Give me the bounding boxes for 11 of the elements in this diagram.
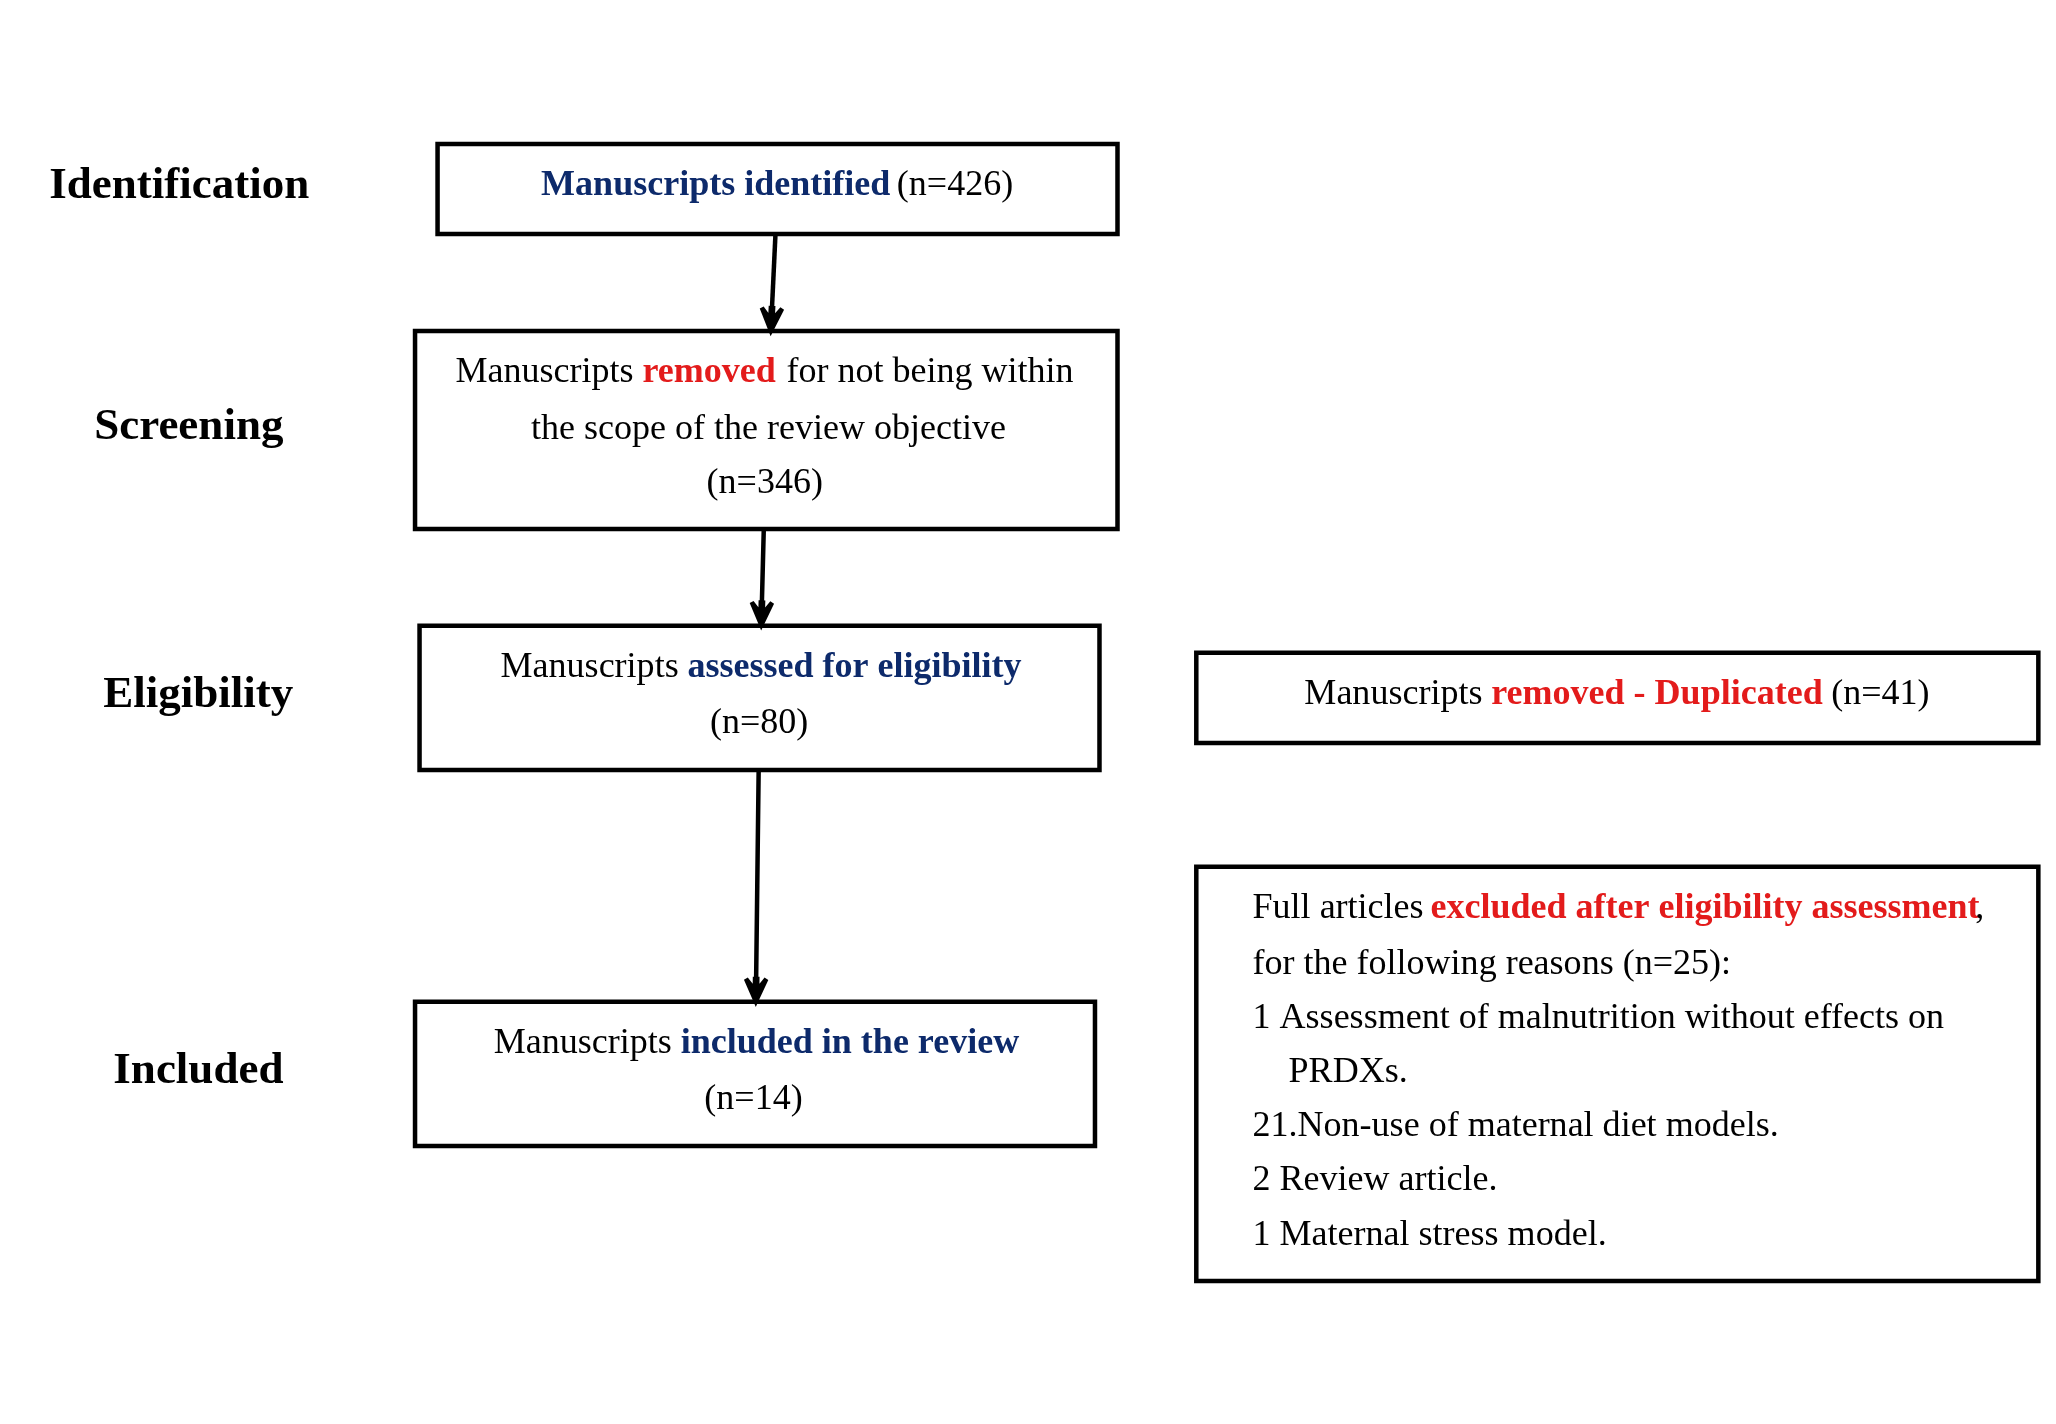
node-box: Manuscripts included in the review (n=14) [412, 999, 1098, 1148]
node-box: Manuscripts removed - Duplicated (n=41) [1194, 650, 2041, 745]
label: Eligibility [103, 666, 294, 717]
label: Identification [49, 157, 310, 208]
label: Screening [94, 398, 284, 449]
node-box: Manuscripts identified (n=426) [435, 141, 1120, 236]
node-box: Manuscripts removed for not being within the scope of the review objective (n=346) [412, 328, 1120, 531]
arrow [743, 769, 769, 1004]
node-box: Full articles excluded after eligibility assessment, for the following reasons (n=25): 1 Assessment of malnutrition without effects on PRDXs. 21.Non-use of maternal diet models. 2 Review article. 1 Maternal stress model. [1194, 864, 2041, 1283]
label: Included [113, 1042, 284, 1093]
node-box: Manuscripts assessed for eligibility (n=80) [417, 623, 1102, 772]
